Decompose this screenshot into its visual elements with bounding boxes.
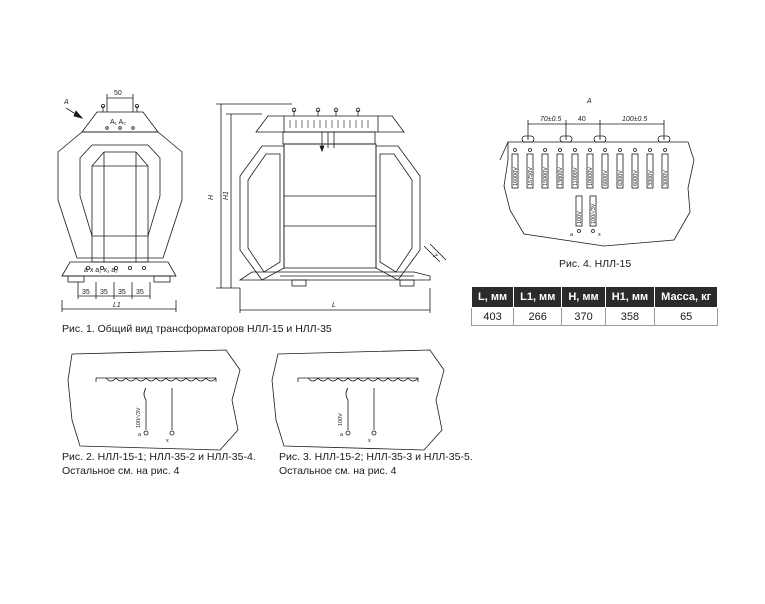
- fig1-side-view: H H1: [208, 103, 447, 313]
- spec-header-H1: H1, мм: [604, 286, 656, 308]
- fig1-L-label: L: [332, 302, 336, 309]
- fig4-dim-1: 70±0.5: [540, 116, 561, 123]
- spec-cell-L1: 266: [513, 307, 563, 326]
- spec-header-mass: Масса, кг: [654, 286, 719, 308]
- fig4-dim-3: 100±0.5: [622, 116, 647, 123]
- spec-cell-mass: 65: [654, 307, 719, 326]
- spec-cell-L: 403: [470, 307, 515, 326]
- tap-label: 6300V: [618, 170, 624, 186]
- fig2-a: a: [138, 432, 142, 438]
- tap-label: 16000V: [513, 167, 519, 186]
- fig1-pitch-3: 35: [118, 289, 126, 296]
- spec-header-L1: L1, мм: [513, 286, 563, 308]
- fig4-taps: 16000V 15750V 15000V 13800V 11000V 10000…: [511, 148, 669, 189]
- fig2-secondary: 100/√3V: [135, 407, 142, 428]
- spec-header-H: H, мм: [561, 286, 606, 308]
- fig1-H1-label: H1: [223, 191, 230, 200]
- fig3-secondary: 100V: [338, 413, 344, 426]
- fig4-x-label: x: [598, 232, 601, 238]
- svg-text:7: 7: [431, 252, 439, 260]
- fig2-caption-line1: Рис. 2. НЛЛ-15-1; НЛЛ-35-2 и НЛЛ-35-4.: [62, 451, 256, 463]
- fig1-pitch-1: 35: [82, 289, 90, 296]
- fig1-view-letter: A: [63, 99, 69, 106]
- fig4-dim-2: 40: [578, 116, 586, 123]
- fig3-caption-line2: Остальное см. на рис. 4: [279, 465, 397, 477]
- tap-label: 3300V: [648, 170, 654, 186]
- fig2-outline: 100/√3V a x: [67, 349, 241, 451]
- spec-cell-H: 370: [561, 307, 606, 326]
- fig1-caption: Рис. 1. Общий вид трансформаторов НЛЛ-15…: [62, 322, 332, 336]
- fig2-x: x: [166, 438, 169, 444]
- fig4-secondary-2: 100/√3V: [590, 203, 597, 224]
- fig1-L1-label: L1: [113, 302, 121, 309]
- tap-label: 11000V: [573, 167, 579, 186]
- fig4-view-letter: A: [586, 98, 592, 105]
- tap-label: 13800V: [558, 167, 564, 186]
- fig2-caption-line2: Остальное см. на рис. 4: [62, 465, 180, 477]
- fig4-caption-text: Рис. 4. НЛЛ-15: [559, 258, 632, 270]
- fig1-front-view: A 50 A₁ A₂ a x a₁ x₁ a₂ 35: [57, 90, 183, 312]
- fig1-pitch-2: 35: [100, 289, 108, 296]
- spec-table-header-row: L, мм L1, мм H, мм H1, мм Масса, кг: [470, 286, 719, 308]
- fig4-a-label: a: [570, 232, 574, 238]
- spec-header-L: L, мм: [470, 286, 515, 308]
- fig4-caption: Рис. 4. НЛЛ-15: [559, 257, 631, 271]
- tap-label: 6600V: [603, 170, 609, 186]
- tap-label: 15000V: [543, 167, 549, 186]
- fig1-top-width: 50: [114, 90, 122, 97]
- spec-table: L, мм L1, мм H, мм H1, мм Масса, кг 403 …: [470, 286, 719, 326]
- fig3-caption-line1: Рис. 3. НЛЛ-15-2; НЛЛ-35-3 и НЛЛ-35-5.: [279, 451, 473, 463]
- fig3-x: x: [368, 438, 371, 444]
- fig3-caption: Рис. 3. НЛЛ-15-2; НЛЛ-35-3 и НЛЛ-35-5. О…: [279, 450, 473, 478]
- fig2-caption: Рис. 2. НЛЛ-15-1; НЛЛ-35-2 и НЛЛ-35-4. О…: [62, 450, 256, 478]
- fig1-H-label: H: [208, 194, 215, 200]
- spec-cell-H1: 358: [604, 307, 656, 326]
- fig1-caption-text: Рис. 1. Общий вид трансформаторов НЛЛ-15…: [62, 323, 332, 335]
- tap-label: 15750V: [528, 167, 534, 186]
- tap-label: 6000V: [633, 170, 639, 186]
- fig1-pitch-4: 35: [136, 289, 144, 296]
- fig3-outline: 100V a x: [271, 349, 445, 451]
- fig4-terminal-board: A 70±0.5 40 100±0.5 16000V 15750V: [499, 98, 695, 247]
- tap-label: 3000V: [663, 170, 669, 186]
- table-row: 403 266 370 358 65: [470, 307, 719, 326]
- fig1-lv-terminals: a x a₁ x₁ a₂: [84, 267, 118, 274]
- tap-label: 10000V: [588, 167, 594, 186]
- fig1-hv-terminals: A₁ A₂: [110, 119, 126, 126]
- fig4-secondary-1: 100V: [577, 211, 583, 224]
- fig3-a: a: [340, 432, 344, 438]
